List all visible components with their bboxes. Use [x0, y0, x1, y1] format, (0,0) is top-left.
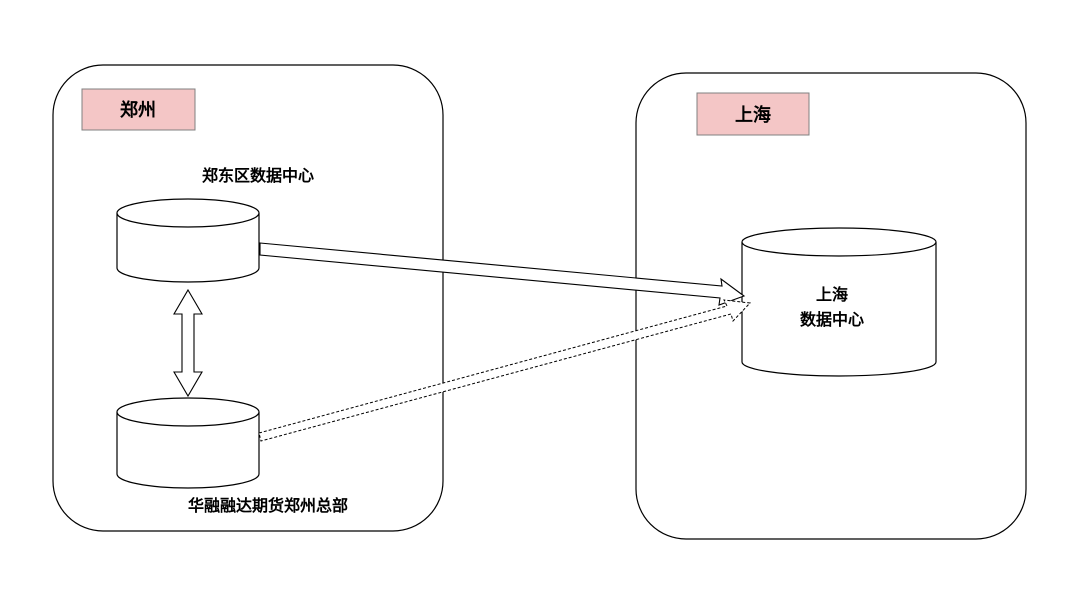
shanghai-label-box: [696, 92, 810, 136]
shanghai-datacenter-caption-line1: 上海: [816, 285, 848, 304]
zhengzhou-label-box: [81, 88, 196, 131]
replication-arrow-solid: [259, 242, 746, 306]
replication-arrow-dashed: [258, 299, 752, 442]
zhengzhou-region: 郑州 郑东区数据中心 华融融达期货郑州总部: [52, 64, 444, 532]
shanghai-datacenter-caption-line2: 数据中心: [800, 310, 864, 329]
hq-caption: 华融融达期货郑州总部: [188, 496, 348, 515]
bidirectional-sync-arrow: [173, 288, 203, 398]
shanghai-region: 上海 上海 数据中心: [635, 72, 1027, 540]
shanghai-label: 上海: [735, 104, 771, 126]
hq-database-icon: [116, 397, 260, 489]
shanghai-database-icon: [741, 227, 937, 377]
zhengzhou-label: 郑州: [120, 99, 156, 121]
zhengdong-database-icon: [116, 198, 260, 283]
zhengdong-datacenter-caption: 郑东区数据中心: [202, 166, 314, 185]
